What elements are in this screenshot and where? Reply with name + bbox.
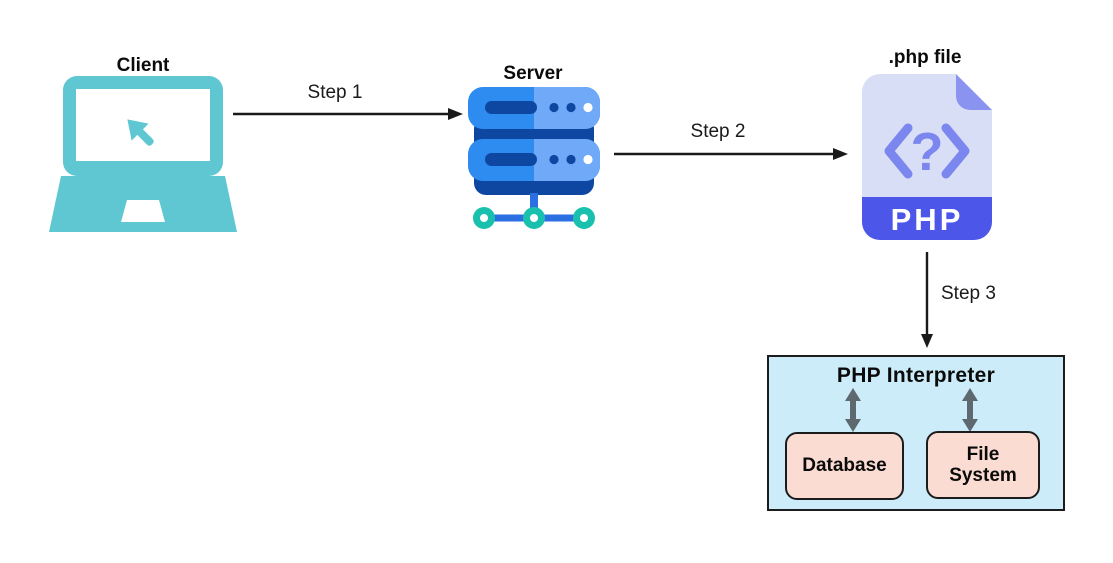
step2-arrow-icon (614, 148, 848, 160)
bidirectional-arrow-filesystem-icon (962, 388, 978, 432)
step3-label: Step 3 (941, 283, 996, 304)
php-file-label: .php file (888, 47, 962, 68)
php-badge: PHP (891, 202, 964, 237)
step1-arrow-icon (233, 108, 463, 120)
php-interpreter-title: PHP Interpreter (836, 364, 996, 387)
file-system-box: File System (926, 431, 1040, 499)
client-label: Client (116, 55, 170, 76)
laptop-icon (49, 76, 237, 232)
php-interpreter-box: PHP Interpreter Database File System (767, 355, 1065, 511)
file-system-label: File System (949, 443, 1017, 486)
bidirectional-arrow-database-icon (845, 388, 861, 432)
step1-label: Step 1 (307, 82, 363, 103)
php-file-icon: ? PHP (862, 74, 992, 240)
server-label: Server (503, 63, 563, 84)
question-mark-glyph: ? (911, 122, 944, 182)
server-icon (468, 87, 600, 229)
step2-label: Step 2 (690, 121, 746, 142)
cursor-icon (127, 119, 154, 146)
database-label: Database (802, 455, 887, 477)
step3-arrow-icon (921, 252, 933, 348)
database-box: Database (785, 432, 904, 500)
